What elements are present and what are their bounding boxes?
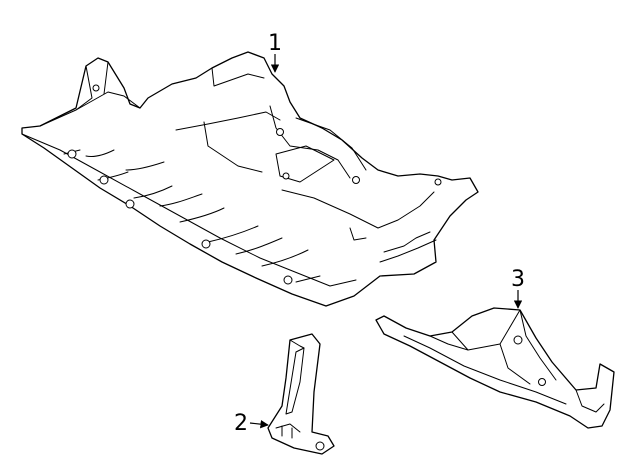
callout-label-2: 2 [234,411,248,436]
callout-leader-2 [249,419,269,429]
side-deflector-part-3 [375,307,615,429]
callout-label-3: 3 [511,267,525,292]
support-bracket-part-2 [267,333,335,455]
callout-2: 2 [234,411,269,436]
callout-label-1: 1 [268,31,282,56]
callout-3: 3 [511,267,525,309]
splash-shield-part-1 [21,51,479,307]
callout-1: 1 [268,31,282,73]
